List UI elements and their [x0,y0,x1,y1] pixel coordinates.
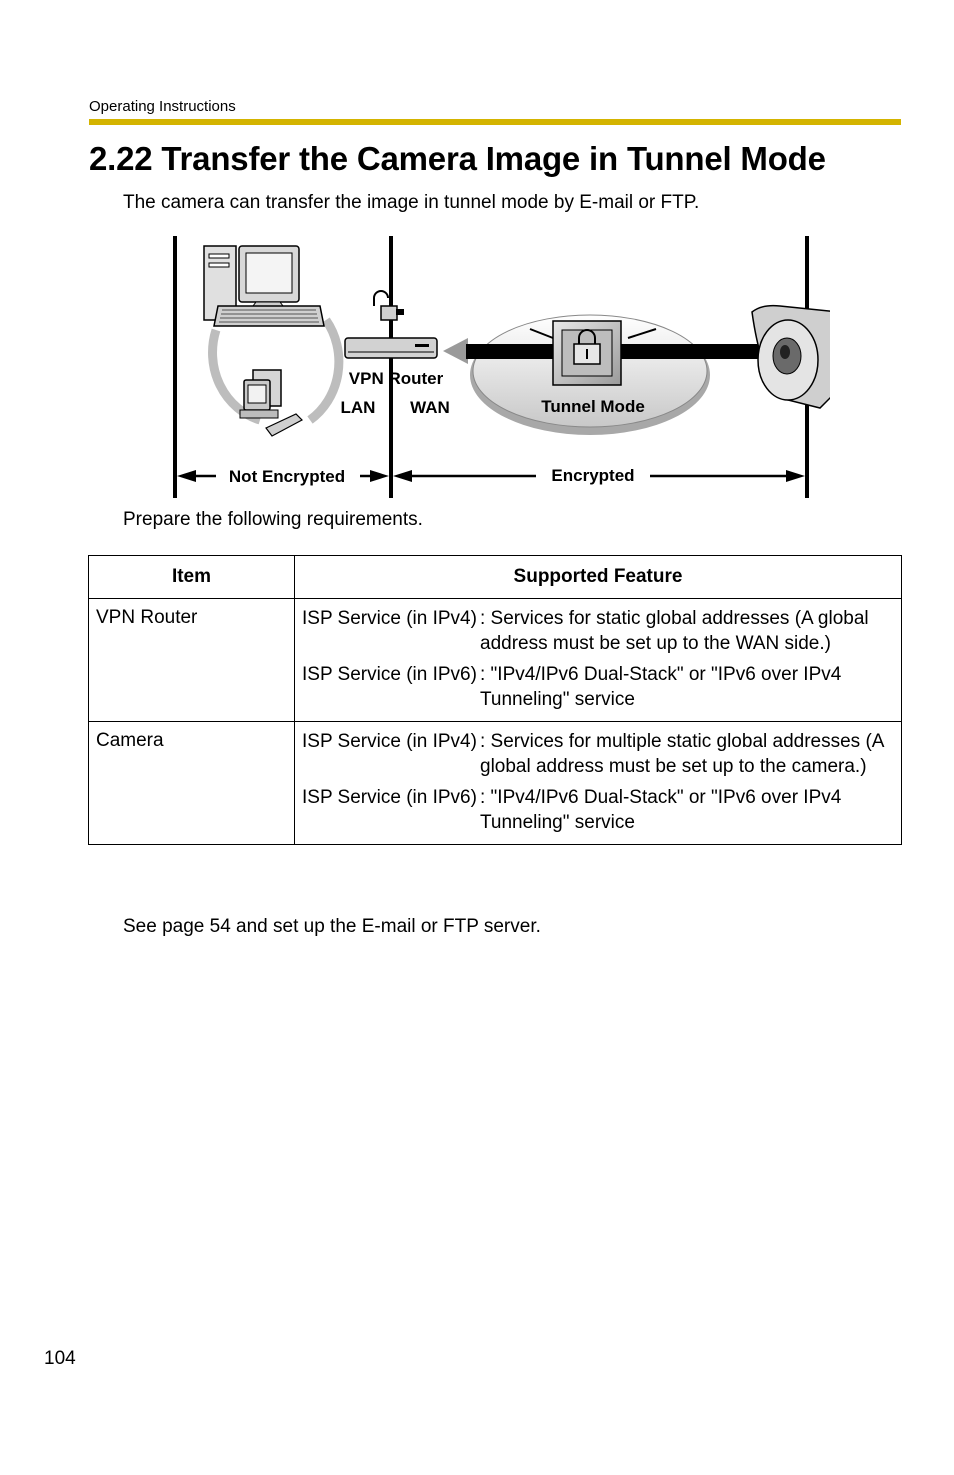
tunnel-mode-label: Tunnel Mode [541,397,645,416]
feature-entry: ISP Service (in IPv4) : Services for mul… [295,722,901,779]
feature-service: ISP Service (in IPv6) [302,787,477,808]
row-item-vpn-router: VPN Router [88,598,295,722]
feature-entry: ISP Service (in IPv6) : "IPv4/IPv6 Dual-… [295,656,901,721]
page-number: 104 [44,1348,76,1369]
lock-icon [552,320,622,386]
not-encrypted-label: Not Encrypted [229,467,345,486]
feature-description: : Services for multiple static global ad… [480,731,884,777]
running-header: Operating Instructions [89,98,236,115]
not-encrypted-arrow [177,470,389,482]
table-row: VPN Router ISP Service (in IPv4) : Servi… [88,598,902,722]
pc-icon [239,369,303,437]
feature-service: ISP Service (in IPv4) [302,608,477,629]
lan-label: LAN [341,398,376,417]
encrypted-label: Encrypted [551,466,634,485]
table-header-row: Item Supported Feature [88,555,902,599]
vpn-router-label: VPN Router [349,369,444,388]
open-lock-icon [373,290,404,321]
intro-text: The camera can transfer the image in tun… [123,192,700,213]
section-title: 2.22 Transfer the Camera Image in Tunnel… [89,140,826,177]
header-supported-feature: Supported Feature [294,555,902,599]
router-icon [344,337,438,359]
row-item-camera: Camera [88,721,295,845]
feature-service: ISP Service (in IPv4) [302,731,477,752]
requirements-table: Item Supported Feature VPN Router ISP Se… [88,555,902,845]
tunnel-mode-diagram: VPN Router LAN WAN Tunnel Mode Not Encry… [173,236,830,498]
header-rule [89,119,901,125]
encrypted-arrow [393,470,805,482]
table-row: Camera ISP Service (in IPv4) : Services … [88,721,902,845]
row-features: ISP Service (in IPv4) : Services for sta… [294,598,902,722]
header-item: Item [88,555,295,599]
feature-description: : "IPv4/IPv6 Dual-Stack" or "IPv6 over I… [480,664,842,710]
wan-label: WAN [410,398,450,417]
feature-entry: ISP Service (in IPv4) : Services for sta… [295,599,901,656]
prepare-text: Prepare the following requirements. [123,509,423,530]
camera-icon [751,304,830,409]
feature-description: : Services for static global addresses (… [480,608,869,654]
feature-entry: ISP Service (in IPv6) : "IPv4/IPv6 Dual-… [295,779,901,844]
setup-note: See page 54 and set up the E-mail or FTP… [123,916,541,937]
row-features: ISP Service (in IPv4) : Services for mul… [294,721,902,845]
desktop-computer-icon [203,245,325,327]
feature-description: : "IPv4/IPv6 Dual-Stack" or "IPv6 over I… [480,787,842,833]
feature-service: ISP Service (in IPv6) [302,664,477,685]
